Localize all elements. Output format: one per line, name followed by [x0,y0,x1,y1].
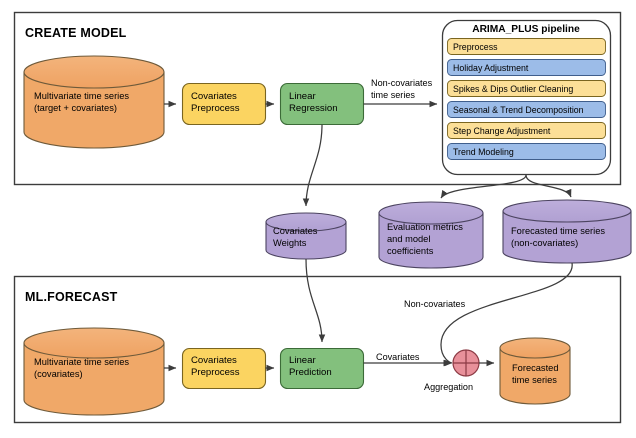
forecasted-time-series-cylinder [499,337,571,405]
pipeline-step-box-0 [447,38,606,55]
pipeline-step-box-5 [447,143,606,160]
linear-regression-box [279,82,365,126]
edge-pipeline-to-evaluation [440,174,527,199]
pipeline-step-box-3 [447,101,606,118]
edge-weights-to-prediction [305,258,326,343]
forecasted-non-covariates-cylinder [502,199,632,264]
create-model-source-cylinder [23,55,165,149]
evaluation-metrics-cylinder [378,201,484,269]
covariates-weights-cylinder [265,212,347,260]
edge-pipeline-to-forecasted-noncov [525,174,572,198]
pipeline-step-box-4 [447,122,606,139]
create-model-preprocess-box [181,82,267,126]
aggregation-node [452,349,480,377]
pipeline-step-box-1 [447,59,606,76]
pipeline-step-box-2 [447,80,606,97]
ml-forecast-source-cylinder [23,327,165,416]
edge-regression-to-weights [302,124,323,207]
linear-prediction-box [279,347,365,390]
ml-forecast-preprocess-box [181,347,267,390]
